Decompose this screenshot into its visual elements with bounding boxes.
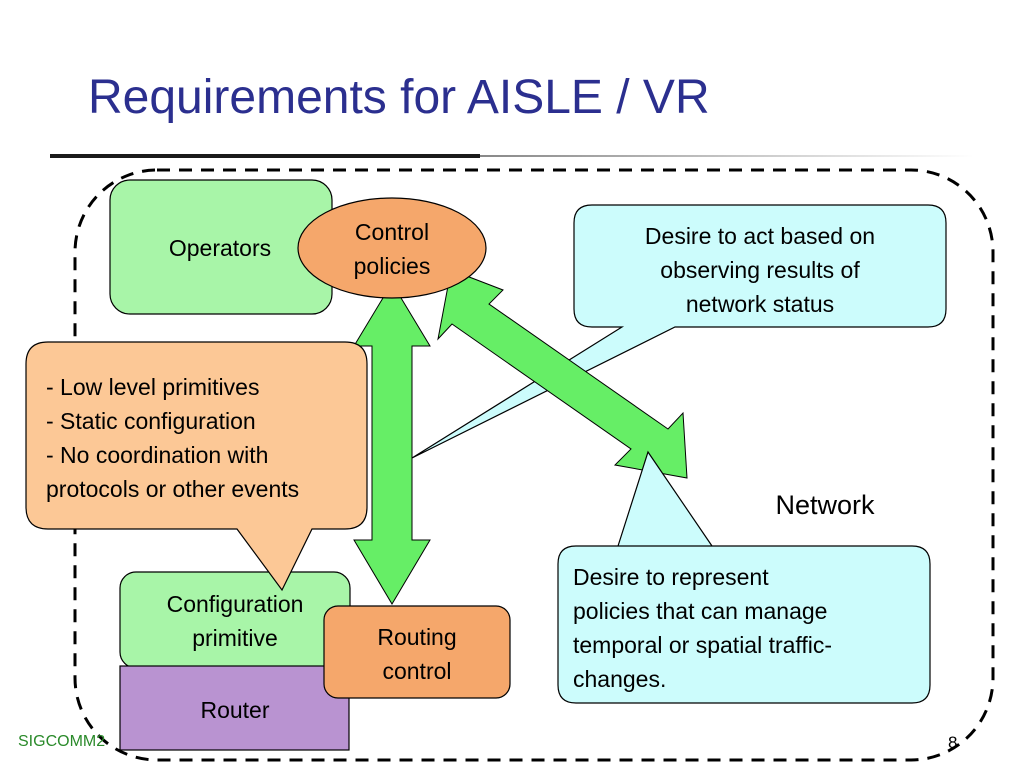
problems-line-4: protocols or other events xyxy=(46,476,300,502)
configuration-primitive-line-1: Configuration xyxy=(166,591,304,617)
observe-callout xyxy=(411,204,947,459)
problems-line-1: - Low level primitives xyxy=(46,374,260,400)
temporal-line-2: policies that can manage xyxy=(573,598,828,624)
observe-line-3: network status xyxy=(685,291,835,317)
observe-line-2: observing results of xyxy=(660,257,860,283)
configuration-primitive-line-2: primitive xyxy=(192,625,278,651)
policy-routing-arrow xyxy=(353,282,431,605)
control-policies-line-2: policies xyxy=(353,253,431,279)
temporal-line-4: changes. xyxy=(573,666,667,692)
page-number: 8 xyxy=(948,733,958,752)
router-label: Router xyxy=(200,697,270,723)
temporal-line-3: temporal or spatial traffic- xyxy=(573,632,833,658)
routing-control-line-2: control xyxy=(382,658,452,684)
network-label: Network xyxy=(775,490,875,520)
problems-line-3: - No coordination with xyxy=(46,442,269,468)
temporal-callout xyxy=(557,450,931,704)
title-underline xyxy=(50,154,480,158)
problems-callout xyxy=(25,341,368,592)
title-underline-fade xyxy=(480,155,974,157)
control-policies-ellipse xyxy=(297,197,487,299)
routing-control-label: Routing control xyxy=(334,620,500,688)
footer-venue: SIGCOMM2 xyxy=(18,733,106,750)
observe-text: Desire to act based on observing results… xyxy=(580,219,940,321)
operators-label: Operators xyxy=(168,235,272,261)
router-box xyxy=(119,665,350,751)
observe-line-1: Desire to act based on xyxy=(644,223,876,249)
routing-control-box xyxy=(323,605,511,699)
problems-line-2: - Static configuration xyxy=(46,408,256,434)
temporal-line-1: Desire to represent xyxy=(573,564,769,590)
temporal-text: Desire to represent policies that can ma… xyxy=(573,560,923,696)
configuration-primitive-label: Configuration primitive xyxy=(130,587,340,655)
slide-title: Requirements for AISLE / VR xyxy=(88,71,710,124)
control-policies-line-1: Control xyxy=(354,219,430,245)
routing-control-line-1: Routing xyxy=(377,624,457,650)
problems-text: - Low level primitives - Static configur… xyxy=(46,370,366,506)
policy-network-arrow xyxy=(437,269,688,479)
control-policies-label: Control policies xyxy=(322,215,462,283)
